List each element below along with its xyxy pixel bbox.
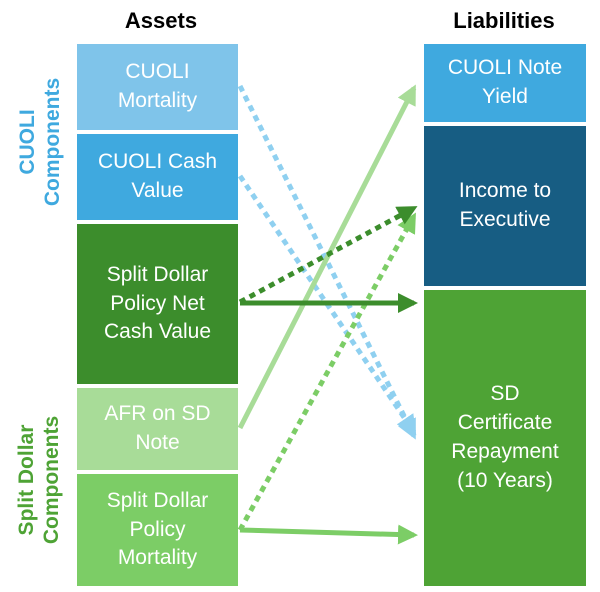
asset-cuoli-mortality: CUOLI Mortality xyxy=(75,42,240,132)
asset-cuoli-mortality-label: CUOLI Mortality xyxy=(117,60,198,112)
asset-cuoli-cash-value: CUOLI Cash Value xyxy=(75,132,240,222)
flow-sd-mortality-to-income xyxy=(237,212,417,532)
liability-cuoli-note-yield: CUOLI Note Yield xyxy=(422,42,588,124)
asset-split-dollar-mortality: Split Dollar Policy Mortality xyxy=(75,472,240,588)
liability-sd-certificate-repayment: SD Certificate Repayment (10 Years) xyxy=(422,288,588,588)
asset-cuoli-cash-value-label: CUOLI Cash Value xyxy=(97,150,218,202)
assets-heading: Assets xyxy=(124,8,198,33)
flow-afr-to-cuoli-note-yield xyxy=(237,84,417,430)
flow-sd-mortality-to-sd-repayment xyxy=(239,524,418,545)
liability-sd-certificate-repayment-label: SD Certificate Repayment (10 Years) xyxy=(451,382,559,492)
liability-income-to-executive: Income to Executive xyxy=(422,124,588,288)
asset-afr-on-sd-note-label: AFR on SD Note xyxy=(104,402,211,454)
liability-income-to-executive-label: Income to Executive xyxy=(458,179,552,231)
split-dollar-components-label: Split Dollar Components xyxy=(15,415,64,545)
liability-cuoli-note-yield-label: CUOLI Note Yield xyxy=(447,56,563,108)
flow-sd-net-cash-to-income xyxy=(238,205,418,305)
flow-cuoli-cash-value-to-sd-repayment xyxy=(237,174,417,436)
flow-cuoli-mortality-to-sd-repayment xyxy=(237,84,417,440)
liabilities-heading: Liabilities xyxy=(453,8,555,33)
cuoli-components-label: CUOLI Components xyxy=(16,77,65,207)
asset-afr-on-sd-note: AFR on SD Note xyxy=(75,386,240,472)
asset-split-dollar-net-cash-value-label: Split Dollar Policy Net Cash Value xyxy=(103,262,211,344)
asset-split-dollar-mortality-label: Split Dollar Policy Mortality xyxy=(106,488,209,570)
asset-split-dollar-net-cash-value: Split Dollar Policy Net Cash Value xyxy=(75,222,240,386)
